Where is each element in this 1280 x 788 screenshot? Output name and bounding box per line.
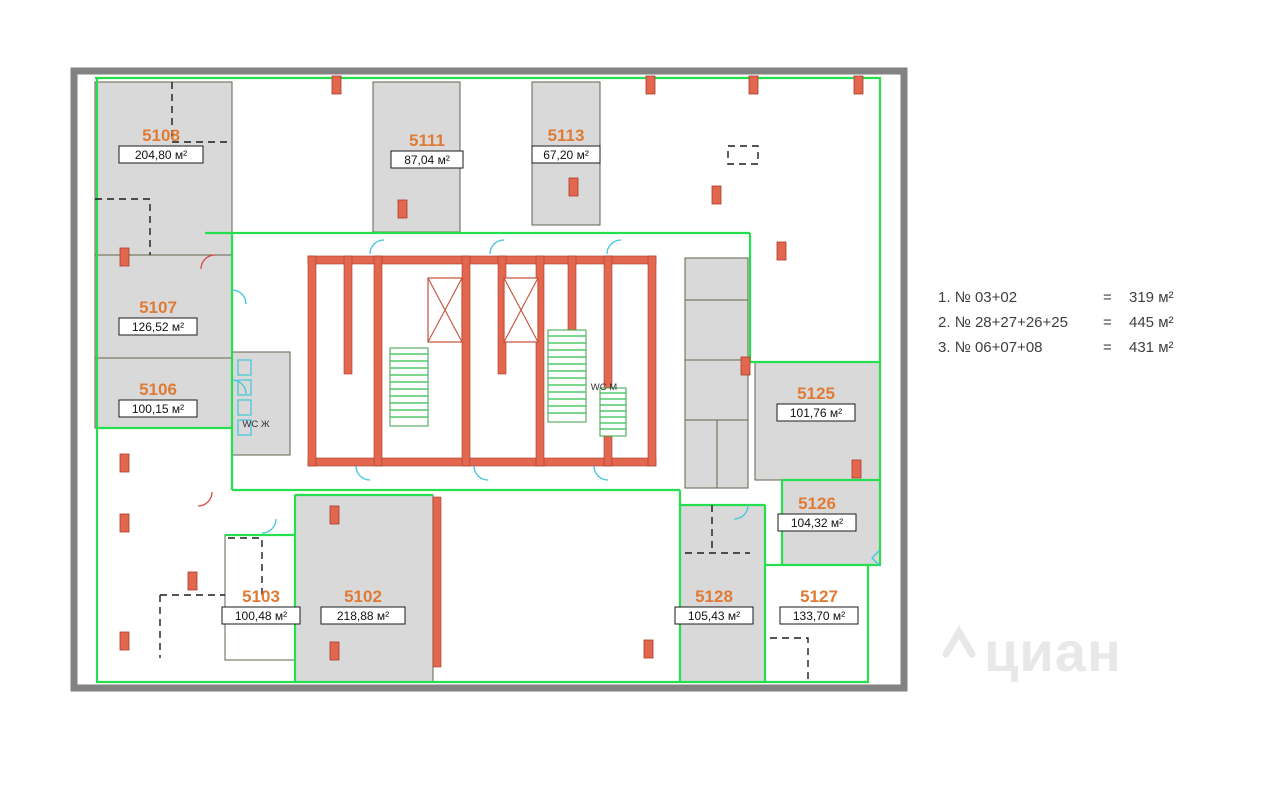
area-box	[531, 145, 601, 164]
unit-number: 5127	[800, 587, 838, 606]
unit-area: 218,88 м²	[337, 609, 389, 623]
unit-number: 5106	[139, 380, 177, 399]
unit-area: 100,15 м²	[132, 402, 184, 416]
unit-area: 133,70 м²	[793, 609, 845, 623]
room-5102	[294, 494, 434, 683]
room-5103	[224, 534, 296, 661]
unit-area: 104,32 м²	[791, 516, 843, 530]
watermark: циан	[942, 624, 1122, 680]
wc-fixtures-icon	[237, 359, 252, 436]
legend-value: 445 м²	[1129, 314, 1174, 331]
unit-number: 5103	[242, 587, 280, 606]
unit-area: 67,20 м²	[543, 148, 589, 162]
room-wc-block	[231, 351, 291, 456]
legend-row-2: 2. № 28+27+26+25 = 445 м²	[938, 314, 1187, 331]
building-core	[237, 255, 748, 668]
legend-row-3: 3. № 06+07+08 = 431 м²	[938, 339, 1187, 356]
unit-number: 5102	[344, 587, 382, 606]
door-arcs	[197, 239, 881, 567]
unit-label-5126: 5126 104,32 м²	[777, 494, 857, 532]
unit-label-5103: 5103 100,48 м²	[221, 587, 301, 625]
unit-area: 101,76 м²	[790, 406, 842, 420]
cian-logo-icon	[942, 625, 976, 658]
unit-label-5108: 5108 204,80 м²	[118, 126, 204, 164]
wc-male-label: WC М	[591, 382, 617, 393]
legend-equals: =	[1103, 289, 1112, 306]
right-edge-marker-icon	[871, 549, 881, 567]
unit-area: 87,04 м²	[404, 153, 450, 167]
area-box	[674, 606, 754, 625]
unit-label-5113: 5113 67,20 м²	[531, 126, 601, 164]
unit-number: 5126	[798, 494, 836, 513]
legend-label: 3. № 06+07+08	[938, 339, 1043, 356]
unit-label-5128: 5128 105,43 м²	[674, 587, 754, 625]
area-box	[320, 606, 406, 625]
legend-equals: =	[1103, 314, 1112, 331]
unit-label-5106: 5106 100,15 м²	[118, 380, 198, 418]
legend-label: 1. № 03+02	[938, 289, 1018, 306]
rooms	[94, 81, 881, 683]
area-box	[118, 317, 198, 336]
unit-number: 5111	[409, 131, 445, 150]
unit-area: 126,52 м²	[132, 320, 184, 334]
unit-label-5125: 5125 101,76 м²	[776, 384, 856, 422]
legend-label: 2. № 28+27+26+25	[938, 314, 1068, 331]
unit-number: 5113	[548, 126, 585, 145]
unit-number: 5108	[142, 126, 180, 145]
area-box	[776, 403, 856, 422]
unit-labels: 5108 204,80 м² 5111 87,04 м² 5113 67,20 …	[118, 126, 859, 625]
legend-value: 431 м²	[1129, 339, 1174, 356]
unit-label-5111: 5111 87,04 м²	[390, 131, 464, 169]
area-box	[118, 145, 204, 164]
unit-area: 204,80 м²	[135, 148, 187, 162]
unit-area: 100,48 м²	[235, 609, 287, 623]
wc-female-label: WC Ж	[242, 419, 269, 430]
area-box	[777, 513, 857, 532]
columns	[119, 75, 864, 661]
area-legend: 1. № 03+02 = 319 м² 2. № 28+27+26+25 = 4…	[938, 289, 1187, 364]
area-box	[779, 606, 859, 625]
unit-number: 5107	[139, 298, 177, 317]
area-box	[118, 399, 198, 418]
dashed-partitions	[95, 82, 809, 680]
legend-value: 319 м²	[1129, 289, 1174, 306]
unit-area: 105,43 м²	[688, 609, 740, 623]
unit-label-5102: 5102 218,88 м²	[320, 587, 406, 625]
watermark-text: циан	[984, 620, 1122, 683]
legend-equals: =	[1103, 339, 1112, 356]
wall-5102-right	[432, 496, 442, 668]
unit-number: 5128	[695, 587, 733, 606]
unit-label-5127: 5127 133,70 м²	[779, 587, 859, 625]
room-5108	[94, 81, 233, 256]
elevator-icon	[427, 277, 539, 343]
unit-number: 5125	[797, 384, 835, 403]
green-outline	[95, 76, 882, 684]
unit-label-5107: 5107 126,52 м²	[118, 298, 198, 336]
room-5107	[94, 254, 233, 359]
area-box	[390, 150, 464, 169]
legend-row-1: 1. № 03+02 = 319 м²	[938, 289, 1187, 306]
stairs-icon	[389, 329, 627, 437]
area-box	[221, 606, 301, 625]
